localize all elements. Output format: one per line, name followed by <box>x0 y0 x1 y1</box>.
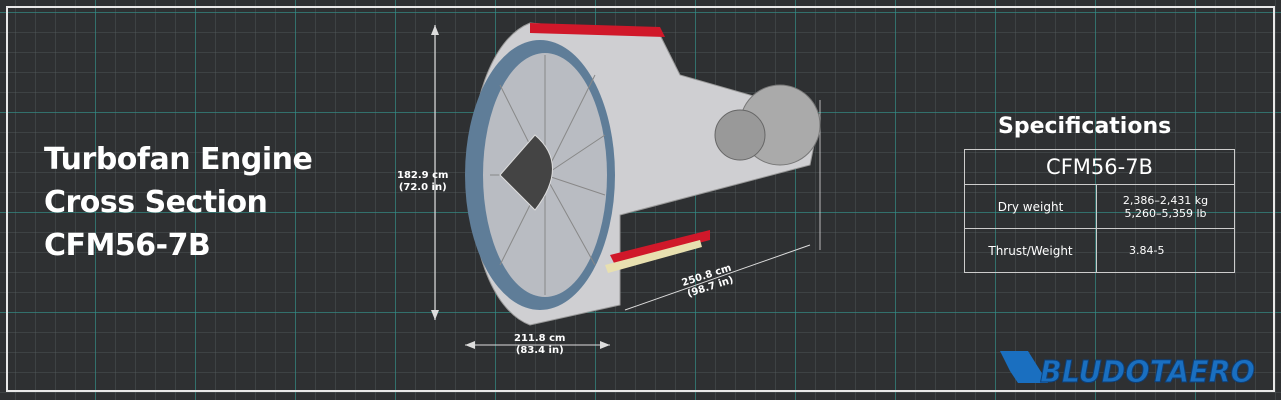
title-line-2: Cross Section <box>44 185 268 220</box>
table-row: Thrust/Weight 3.84-5 <box>964 228 1235 273</box>
height-dimension: 182.9 cm(72.0 in) <box>397 170 449 193</box>
page-title: Turbofan Engine Cross Section CFM56-7B <box>44 138 313 267</box>
bludotaero-logo: BLUDOTAERO <box>1000 351 1256 391</box>
spec-value: 3.84-5 <box>1096 228 1235 273</box>
spec-label: Thrust/Weight <box>964 228 1097 273</box>
fan-diameter-dimension: 211.8 cm(83.4 in) <box>514 333 566 356</box>
title-line-1: Turbofan Engine <box>44 142 313 177</box>
svg-text:BLUDOTAERO: BLUDOTAERO <box>1040 355 1255 390</box>
title-line-3: CFM56-7B <box>44 228 211 263</box>
spec-label: Dry weight <box>964 184 1097 229</box>
engine-illustration <box>431 22 821 349</box>
specifications-heading: Specifications <box>998 114 1172 139</box>
frame-border <box>6 6 1275 392</box>
spec-model: CFM56-7B <box>964 149 1235 185</box>
